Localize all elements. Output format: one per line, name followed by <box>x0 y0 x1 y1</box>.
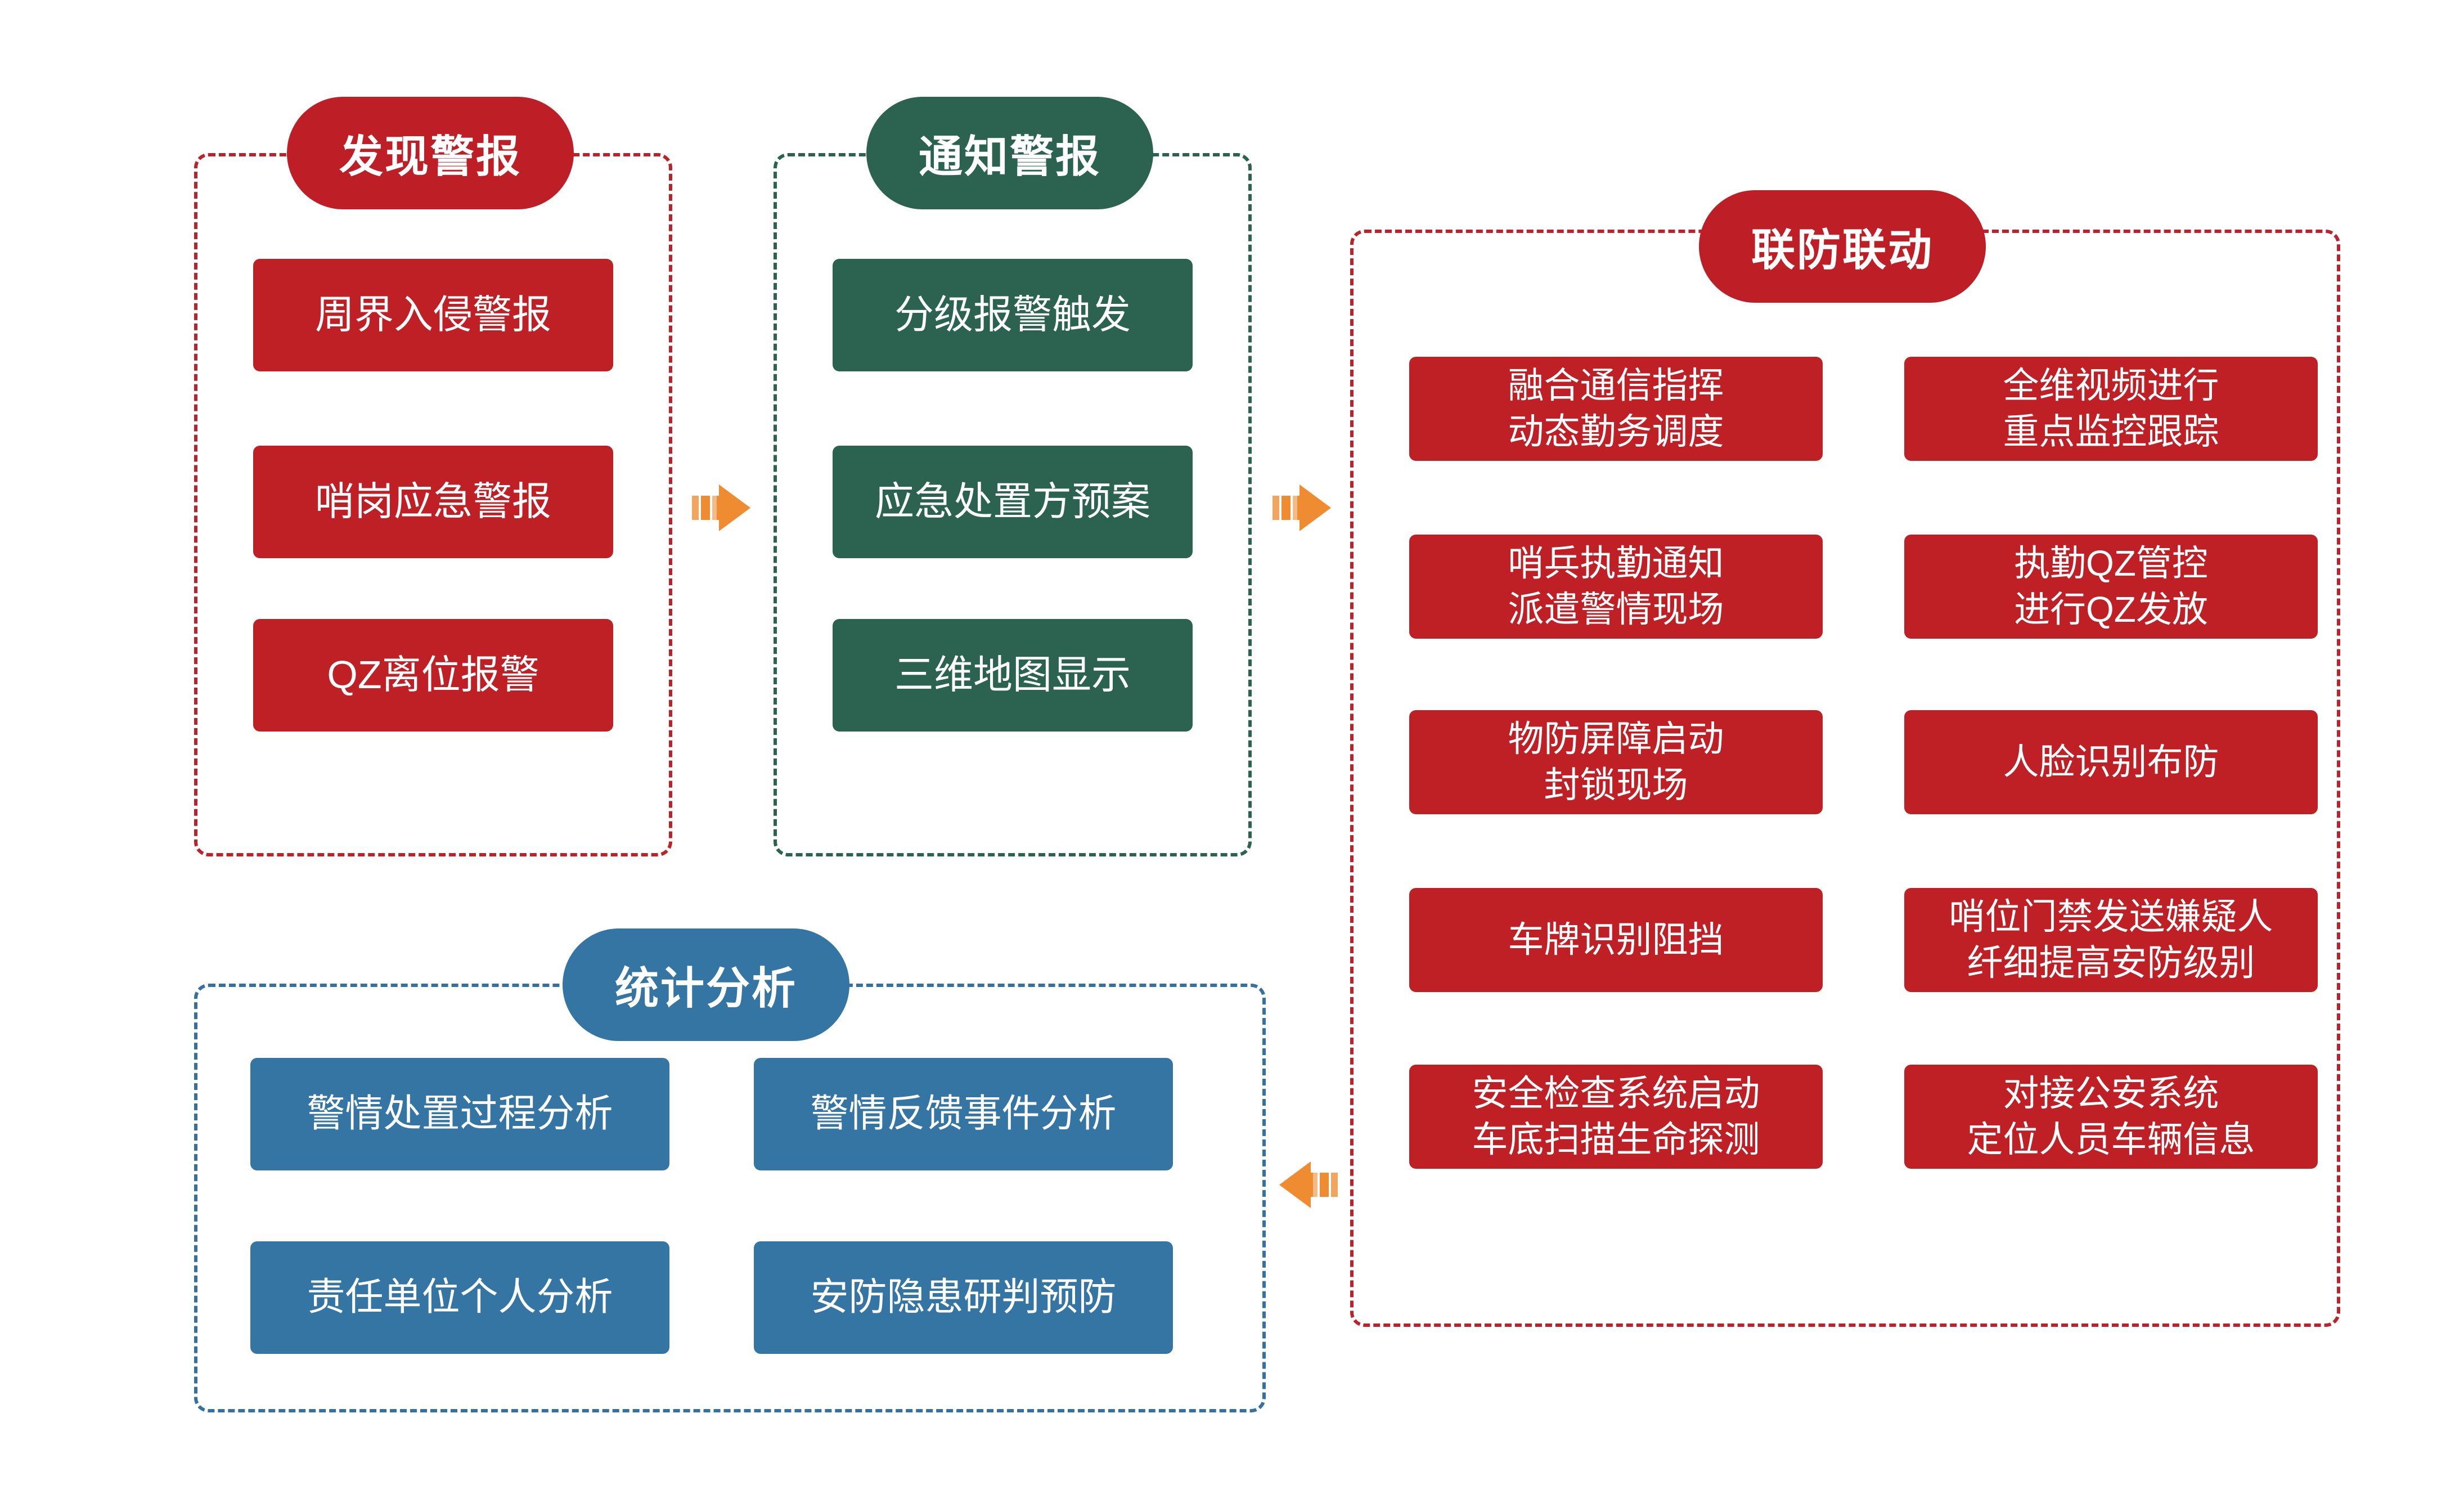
item-box-discover-1[interactable]: 哨岗应急警报 <box>253 446 613 558</box>
item-box-statistics-left-1[interactable]: 责任单位个人分析 <box>250 1241 669 1354</box>
item-box-joint-right-1[interactable]: 执勤QZ管控 进行QZ发放 <box>1904 535 2318 639</box>
item-box-statistics-left-0[interactable]: 警情处置过程分析 <box>250 1058 669 1170</box>
item-box-joint-left-1[interactable]: 哨兵执勤通知 派遣警情现场 <box>1409 535 1823 639</box>
item-box-notify-2[interactable]: 三维地图显示 <box>833 619 1193 732</box>
item-box-joint-right-4[interactable]: 对接公安系统 定位人员车辆信息 <box>1904 1065 2318 1169</box>
panel-title-discover-alarm: 发现警报 <box>287 97 574 209</box>
arrow-left-icon <box>1279 1161 1338 1208</box>
panel-title-statistics-analysis: 统计分析 <box>563 928 849 1041</box>
item-box-joint-left-2[interactable]: 物防屏障启动 封锁现场 <box>1409 710 1823 814</box>
item-box-joint-left-4[interactable]: 安全检查系统启动 车底扫描生命探测 <box>1409 1065 1823 1169</box>
item-box-notify-0[interactable]: 分级报警触发 <box>833 259 1193 371</box>
item-box-joint-right-3[interactable]: 哨位门禁发送嫌疑人 纤细提高安防级别 <box>1904 888 2318 992</box>
arrow-discover-to-notify <box>692 481 754 535</box>
item-box-joint-left-3[interactable]: 车牌识别阻挡 <box>1409 888 1823 992</box>
arrow-notify-to-joint <box>1273 481 1334 535</box>
item-box-notify-1[interactable]: 应急处置方预案 <box>833 446 1193 558</box>
item-box-discover-2[interactable]: QZ离位报警 <box>253 619 613 732</box>
item-box-joint-right-2[interactable]: 人脸识别布防 <box>1904 710 2318 814</box>
item-box-statistics-right-1[interactable]: 安防隐患研判预防 <box>754 1241 1173 1354</box>
item-box-joint-right-0[interactable]: 全维视频进行 重点监控跟踪 <box>1904 357 2318 461</box>
item-box-discover-0[interactable]: 周界入侵警报 <box>253 259 613 371</box>
panel-title-notify-alarm: 通知警报 <box>866 97 1153 209</box>
item-box-joint-left-0[interactable]: 融合通信指挥 动态勤务调度 <box>1409 357 1823 461</box>
item-box-statistics-right-0[interactable]: 警情反馈事件分析 <box>754 1058 1173 1170</box>
panel-title-joint-defense: 联防联动 <box>1699 190 1986 303</box>
arrow-joint-to-statistics <box>1276 1158 1338 1212</box>
arrow-right-icon <box>1273 484 1331 531</box>
arrow-right-icon <box>692 484 750 531</box>
